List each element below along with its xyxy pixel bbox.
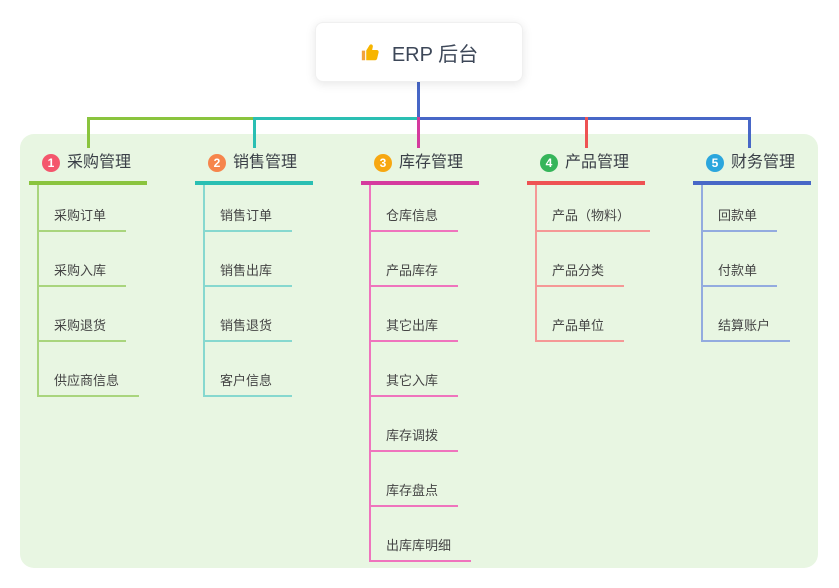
child-node-stock-transfer[interactable]: 库存调拨 [369, 427, 459, 452]
child-node-payment-slip[interactable]: 付款单 [701, 262, 778, 287]
child-label: 采购订单 [54, 208, 107, 223]
child-node-sales-order[interactable]: 销售订单 [203, 207, 293, 232]
trunk-segment-green [87, 117, 253, 120]
branch-title-finance: 财务管理 [731, 154, 796, 171]
child-node-warehouse-info[interactable]: 仓库信息 [369, 207, 459, 232]
child-node-purchase-inbound[interactable]: 采购入库 [37, 262, 127, 287]
child-node-other-inbound[interactable]: 其它入库 [369, 372, 459, 397]
branch-title-product: 产品管理 [565, 154, 630, 171]
child-node-purchase-return[interactable]: 采购退货 [37, 317, 127, 342]
child-node-product-unit[interactable]: 产品单位 [535, 317, 625, 342]
child-node-product-stock[interactable]: 产品库存 [369, 262, 459, 287]
branch-node-inventory[interactable]: 3 库存管理 [361, 152, 479, 185]
child-label: 产品（物料） [552, 208, 631, 223]
child-label: 销售订单 [220, 208, 273, 223]
branch-vline-sales [203, 181, 205, 397]
child-label: 客户信息 [220, 373, 273, 388]
child-label: 仓库信息 [386, 208, 439, 223]
child-label: 供应商信息 [54, 373, 120, 388]
child-label: 付款单 [718, 263, 758, 278]
child-node-receipt-slip[interactable]: 回款单 [701, 207, 778, 232]
child-label: 其它出库 [386, 318, 439, 333]
child-node-purchase-order[interactable]: 采购订单 [37, 207, 127, 232]
branch-title-procurement: 采购管理 [67, 154, 132, 171]
drop-connector-sales [253, 117, 256, 148]
child-node-supplier-info[interactable]: 供应商信息 [37, 372, 140, 397]
child-label: 销售退货 [220, 318, 273, 333]
child-label: 采购入库 [54, 263, 107, 278]
branch-node-finance[interactable]: 5 财务管理 [693, 152, 811, 185]
child-node-outbound-detail[interactable]: 出库库明细 [369, 537, 472, 562]
child-label: 出库库明细 [386, 538, 452, 553]
branch-node-product[interactable]: 4 产品管理 [527, 152, 645, 185]
trunk-segment-teal [253, 117, 419, 120]
child-node-settlement-account[interactable]: 结算账户 [701, 317, 791, 342]
badge-4-icon: 4 [540, 154, 558, 172]
child-label: 其它入库 [386, 373, 439, 388]
branch-title-inventory: 库存管理 [399, 154, 464, 171]
branch-title-sales: 销售管理 [233, 154, 298, 171]
child-node-other-outbound[interactable]: 其它出库 [369, 317, 459, 342]
child-node-product-material[interactable]: 产品（物料） [535, 207, 651, 232]
badge-3-icon: 3 [374, 154, 392, 172]
branch-node-sales[interactable]: 2 销售管理 [195, 152, 313, 185]
child-node-stock-count[interactable]: 库存盘点 [369, 482, 459, 507]
child-label: 销售出库 [220, 263, 273, 278]
child-label: 结算账户 [718, 318, 771, 333]
child-label: 产品单位 [552, 318, 605, 333]
child-label: 采购退货 [54, 318, 107, 333]
child-label: 库存调拨 [386, 428, 439, 443]
child-label: 产品库存 [386, 263, 439, 278]
branch-vline-procurement [37, 181, 39, 397]
branches-panel-background [20, 134, 818, 568]
drop-connector-procurement [87, 117, 90, 148]
badge-5-icon: 5 [706, 154, 724, 172]
badge-1-icon: 1 [42, 154, 60, 172]
root-node-erp[interactable]: ERP 后台 [315, 22, 523, 82]
child-label: 库存盘点 [386, 483, 439, 498]
root-connector-line [417, 80, 420, 117]
child-node-sales-return[interactable]: 销售退货 [203, 317, 293, 342]
drop-connector-product [585, 117, 588, 148]
drop-connector-finance [748, 117, 751, 148]
child-node-customer-info[interactable]: 客户信息 [203, 372, 293, 397]
child-node-sales-outbound[interactable]: 销售出库 [203, 262, 293, 287]
branch-vline-finance [701, 181, 703, 342]
thumbs-up-icon [360, 41, 382, 63]
root-node-title: ERP 后台 [391, 43, 479, 66]
branch-node-procurement[interactable]: 1 采购管理 [29, 152, 147, 185]
drop-connector-inventory [417, 117, 420, 148]
child-label: 回款单 [718, 208, 758, 223]
child-label: 产品分类 [552, 263, 605, 278]
child-node-product-category[interactable]: 产品分类 [535, 262, 625, 287]
branch-vline-inventory [369, 181, 371, 562]
badge-2-icon: 2 [208, 154, 226, 172]
branch-vline-product [535, 181, 537, 342]
